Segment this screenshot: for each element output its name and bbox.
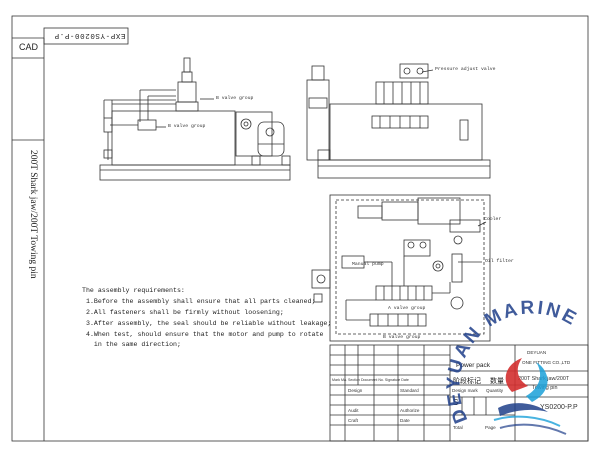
elevation-right-view — [306, 63, 491, 179]
plan-view — [311, 194, 491, 342]
total-label: Total — [453, 425, 463, 430]
company-line-2: ONE FITTING CO.,LTD — [522, 360, 571, 365]
design-label: Design — [348, 388, 363, 393]
elevation-left-view — [99, 57, 291, 181]
side-title: 200T Shark jaw/200T Towing pin — [28, 150, 38, 279]
callout-b-valve-group-left: B valve group — [168, 124, 206, 129]
requirement-item: 4.When test, should ensure that the moto… — [86, 331, 324, 338]
requirement-item: 3.After assembly, the seal should be rel… — [86, 320, 332, 327]
product-line-2: Towing pin — [532, 385, 558, 391]
code-box — [43, 27, 129, 45]
craft-label: Craft — [348, 418, 358, 423]
requirement-item: 2.All fasteners shall be firmly without … — [86, 309, 284, 316]
page-label: Page — [485, 425, 496, 430]
cad-label: CAD — [19, 42, 39, 52]
callout-oil-filter: Oil filter — [485, 259, 514, 264]
audit-label: Audit — [348, 408, 359, 413]
date-label: Date — [400, 418, 410, 423]
callout-manual-pump: Manual pump — [352, 262, 384, 267]
s-label: S — [453, 398, 459, 407]
callout-a-valve-group: A valve group — [388, 306, 426, 311]
requirement-item: 1.Before the assembly shall ensure that … — [86, 298, 316, 305]
document-code-rotated: EXP-YS0200-P.P — [54, 31, 126, 39]
design-mark-label: Design mark — [452, 388, 478, 393]
sheet-border — [11, 15, 589, 442]
requirements-heading: The assembly requirements: — [82, 287, 185, 294]
callout-cooler: Cooler — [484, 217, 502, 222]
stage-mark-cn: 阶段标记 — [453, 378, 481, 385]
drawing-number: YS0200-P.P — [540, 404, 578, 411]
company-line-1: DEYUAN — [527, 350, 547, 355]
standard-label: Standard — [400, 388, 419, 393]
authorise-label: Authorize — [400, 408, 420, 413]
product-line-1: 200T Shark jaw/200T — [518, 376, 570, 382]
callout-b-valve-group-elevation: B valve group — [216, 96, 254, 101]
row-headers: Mark Ma. Section Document No. Signature … — [332, 378, 409, 382]
quantity-cn: 数量 — [490, 378, 504, 385]
callout-pressure-adjust-valve: Pressure adjust valve — [435, 67, 496, 72]
callout-b-valve-group-plan: B valve group — [383, 335, 421, 340]
quantity-label: Quantity — [486, 388, 504, 393]
power-pack-label: Power pack — [456, 362, 490, 369]
requirement-item: in the same direction; — [86, 341, 181, 348]
